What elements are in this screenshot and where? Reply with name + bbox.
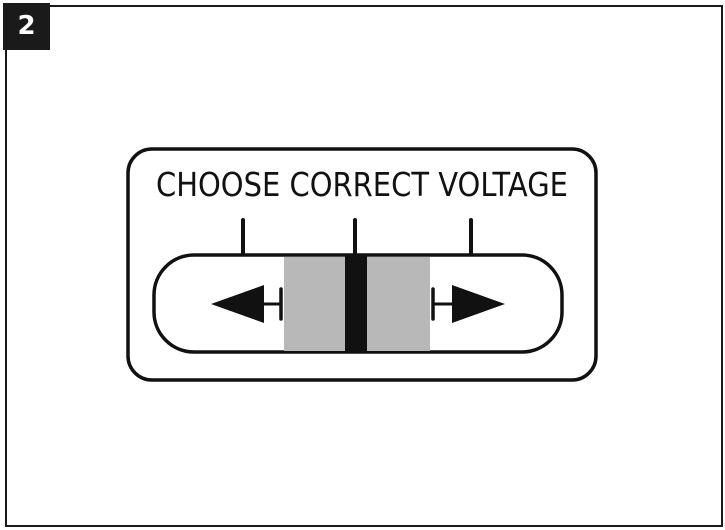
figure-frame — [5, 5, 723, 527]
slider-indicator — [345, 254, 367, 353]
position-ticks — [241, 218, 473, 256]
arrow-left-icon — [211, 285, 283, 323]
label-title: CHOOSE CORRECT VOLTAGE — [156, 165, 568, 204]
arrow-right-icon — [431, 285, 505, 323]
step-number-badge: 2 — [3, 3, 50, 50]
